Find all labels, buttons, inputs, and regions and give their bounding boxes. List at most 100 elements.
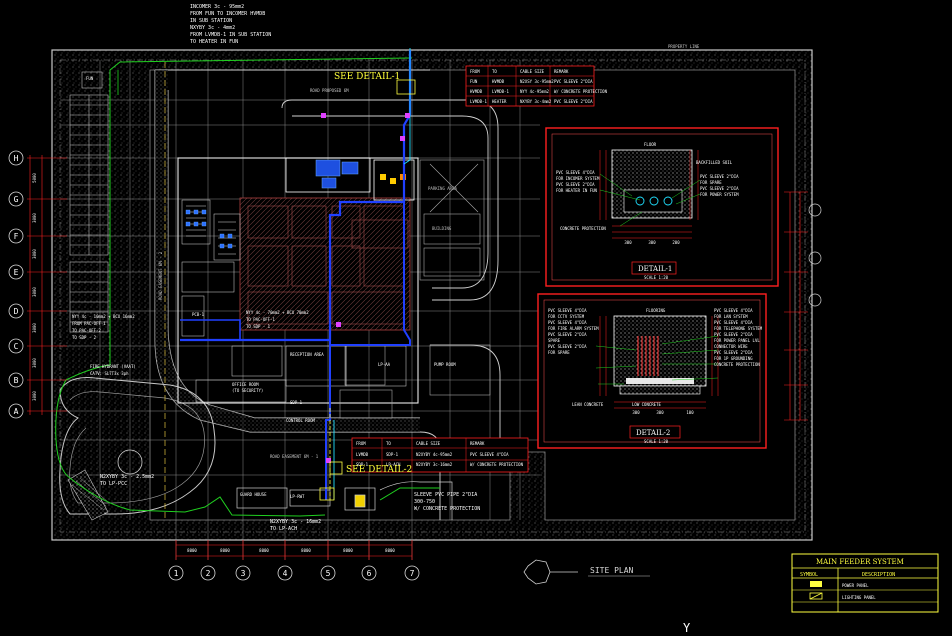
road-easement-label-2: ROAD EASEMENT 6M - 2 (158, 251, 163, 300)
detail-2-note: FOR POWER PANEL LVL (714, 338, 760, 343)
detail-1-note: FOR HEATER IN FUN (556, 188, 598, 193)
parking-left (69, 71, 109, 333)
grid-col-bubble (320, 565, 336, 581)
grid-row-label: B (14, 376, 19, 385)
detail-1-title: DETAIL-1 (638, 265, 672, 273)
grid-row-label: G (14, 195, 19, 204)
fence-line (55, 57, 440, 517)
left-dimension-text: 3000 (32, 323, 37, 333)
detail-1-dimension: 300 (648, 240, 656, 245)
pump-room-label: PUMP ROOM (434, 362, 456, 367)
detail-1-note: PVC SLEEVE 2"DIA (556, 182, 595, 187)
grid-col-bubble (404, 565, 420, 581)
table-cell: LVMDB-1 (492, 89, 509, 94)
top-note-line: FROM FUN TO INCOMER HVMDB (190, 11, 265, 17)
grid-row-bubble (8, 303, 24, 319)
grid-col-label: 6 (367, 569, 372, 578)
grid-col-label: 5 (326, 569, 331, 578)
bottom-dimension-text: 8000 (259, 548, 269, 553)
grid-row-bubble (8, 228, 24, 244)
guard-house-label: GUARD HOUSE (240, 492, 267, 497)
table-cell: NYY 4c-95mm2 (520, 89, 549, 94)
detail-2-dimension: 300 (656, 410, 664, 415)
table-cell: LVMDB-1 (470, 99, 487, 104)
legend-box (791, 553, 939, 613)
table-cell: PVC SLEEVE 2"DIA (554, 79, 593, 84)
right-bubbles (808, 203, 822, 307)
feeder-note-1: NYY 4c - 10mm2 + BCU 16mm2 (72, 314, 135, 319)
detail-2-note: FOR CCTV SYSTEM (548, 314, 585, 319)
road-stipple (155, 70, 420, 432)
detail-2-note: LEAN CONCRETE (572, 402, 604, 407)
sdp-label: SDP-1 (290, 400, 303, 405)
detail-1-note: PVC SLEEVE 4"DIA (556, 170, 595, 175)
detail-2-note: CONNECTOR WIRE (714, 344, 748, 349)
table-cell: N2XSY 3c-95mm2 (520, 79, 554, 84)
feeder-note-4: TO SDP - 2 (72, 335, 97, 340)
compass-symbol (523, 559, 578, 585)
detail-1-dimension: 200 (672, 240, 680, 245)
detail-2-top-label: FLOORING (646, 308, 666, 313)
top-note-line: FROM LVMDB-1 IN SUB STATION (190, 32, 271, 38)
table-cell: W/ CONCRETE PROTECTION (470, 462, 524, 467)
bottom-dimension-text: 8000 (220, 548, 230, 553)
cable-note-left-1: N2XYBY 3c - 2.5mm2 (100, 474, 154, 480)
grid-row-label: D (14, 307, 19, 316)
grid-col-bubble (200, 565, 216, 581)
bottom-dimension-text: 8000 (343, 548, 353, 553)
grid-row-label: E (14, 268, 19, 277)
feeder-mid-3: TO SDP - 1 (246, 324, 271, 329)
cable-routes (117, 48, 412, 520)
legend-item-lighting: LIGHTING PANEL (842, 595, 876, 600)
right-dimension-chain (784, 191, 808, 421)
fire-note-1: FIRE HYDRANT (VAAT) (90, 364, 136, 369)
grid-row-bubble (8, 338, 24, 354)
sleeve-note-2: 300-750 (414, 499, 435, 505)
detail-2-note: FOR TELEPHONE SYSTEM (714, 326, 763, 331)
table-header: CABLE SIZE (416, 441, 441, 446)
detail-1-note: PVC SLEEVE 2"DIA (700, 174, 739, 179)
table-cell: SDP-1 (386, 452, 399, 457)
grid-row-label: H (14, 154, 19, 163)
detail-2-note: FOR FIRE ALARM SYSTEM (548, 326, 599, 331)
parking-label: PARKING AREA (428, 186, 457, 191)
bottom-dimension-text: 8000 (301, 548, 311, 553)
grid-row-bubble (8, 403, 24, 419)
bottom-dimension-text: 8000 (385, 548, 395, 553)
grid-col-label: 4 (283, 569, 288, 578)
detail-2-scale: SCALE 1:20 (644, 439, 669, 444)
detail-1-scale: SCALE 1:20 (644, 275, 669, 280)
main-building (177, 157, 419, 404)
table-header: TO (386, 441, 391, 446)
cable-tags (319, 79, 416, 501)
table-cell: LVMDB (356, 452, 369, 457)
feeder-note-2: FROM PAC-OFF-1 (72, 321, 106, 326)
top-note-line: NXYBY 3c - 4mm2 (190, 25, 235, 31)
detail-2-note: PVC SLEEVE 2"DIA (714, 332, 753, 337)
grid-col-bubble (361, 565, 377, 581)
detail-1-note: FOR INCOMER SYSTEM (556, 176, 600, 181)
grid-lines (60, 60, 540, 560)
lp-rwt-label: LP-RWT (290, 494, 305, 499)
control-room-label: CONTROL ROOM (286, 418, 315, 423)
bottom-dimension-text: 8000 (187, 548, 197, 553)
property-line-label: PROPERTY LINE (668, 44, 700, 49)
road-easement-label: ROAD EASEMENT 6M - 1 (270, 454, 319, 459)
feeder-note-3: TO PAC-OFF-2 (72, 328, 101, 333)
grid-col-bubble (235, 565, 251, 581)
table-cell: FUN (470, 79, 478, 84)
detail-1-top-label: FLOOR (644, 142, 657, 147)
legend-item-power: POWER PANEL (842, 583, 869, 588)
left-dimension-text: 3000 (32, 249, 37, 259)
bottom-dimension-chain (175, 540, 413, 560)
see-detail-2-label: SEE DETAIL-2 (346, 465, 412, 475)
grid-row-bubble (8, 372, 24, 388)
table-cell: N2XYBY 4c-95mm2 (416, 452, 453, 457)
table-cell: LP-ACH (386, 462, 401, 467)
cable-note-bottom-2: TO LP-ACH (270, 526, 297, 532)
detail-1-panel (545, 127, 779, 287)
